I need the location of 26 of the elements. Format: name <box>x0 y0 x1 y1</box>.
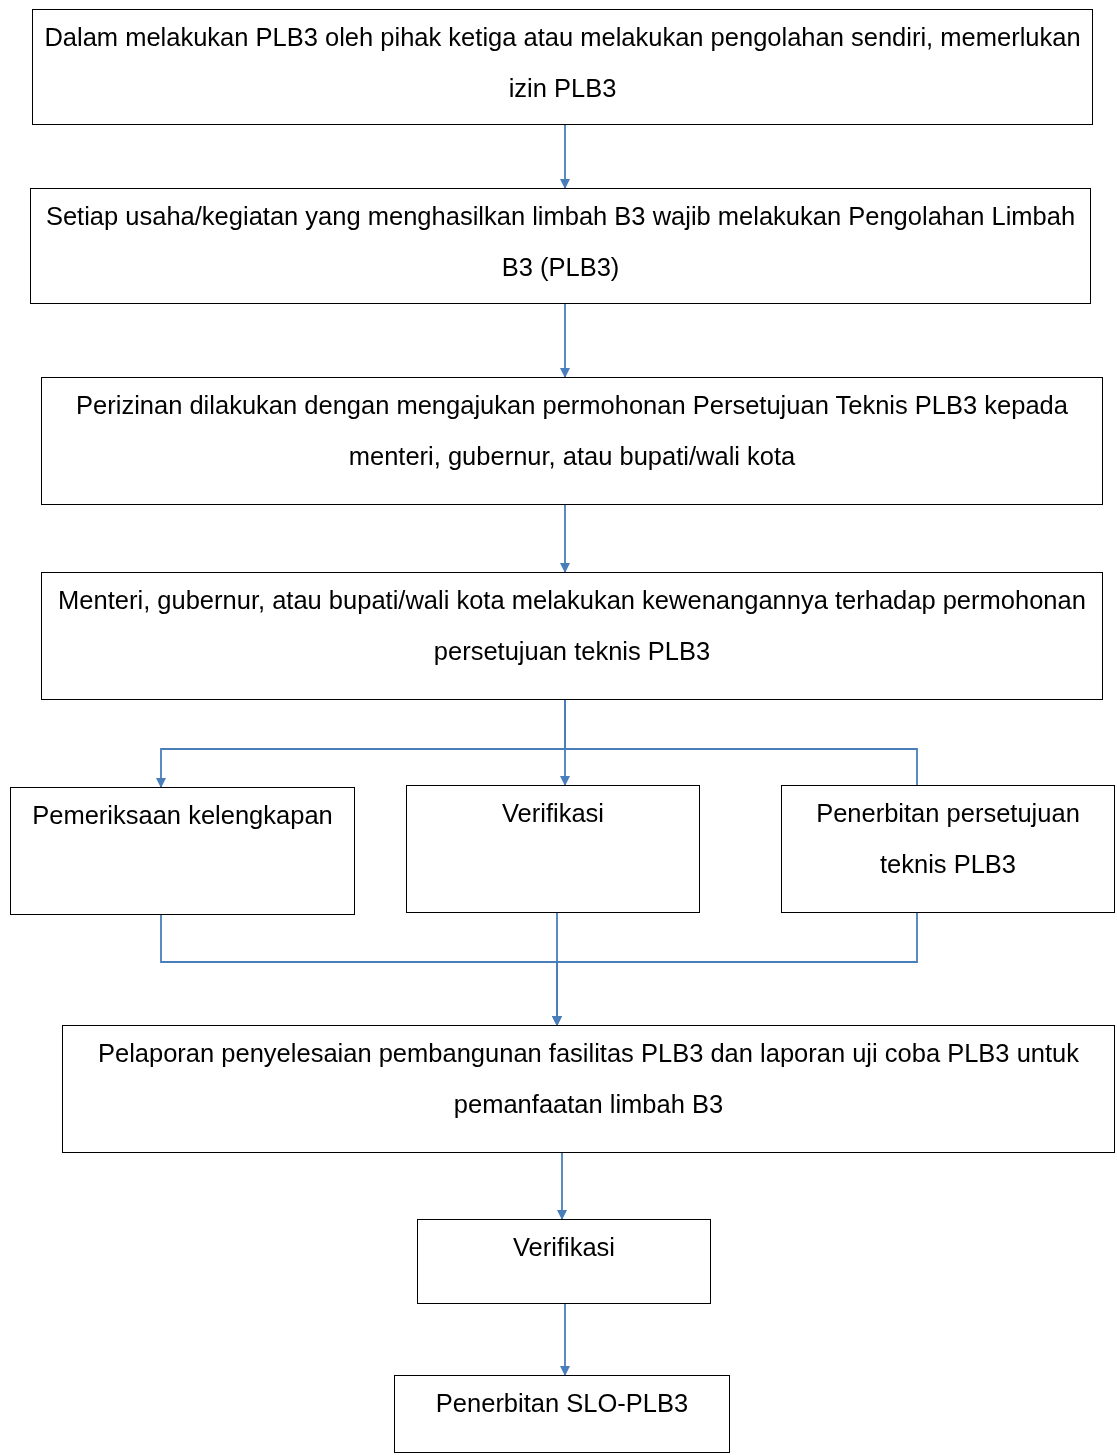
box-text: Dalam melakukan PLB3 oleh pihak ketiga atau melakukan pengolahan sendiri, memerlukan izin PLB3 <box>43 22 1082 104</box>
box-text: Verifikasi <box>512 1232 615 1263</box>
process-box <box>417 1219 711 1304</box>
box-text: Penerbitan SLO-PLB3 <box>435 1388 689 1419</box>
connector-arrow <box>560 303 570 378</box>
connector-arrow <box>560 504 570 573</box>
process-box <box>41 572 1103 700</box>
process-box <box>406 785 700 913</box>
box-text: Perizinan dilakukan dengan mengajukan permohonan Persetujuan Teknis PLB3 kepada menteri, gubernur, atau bupati/wali kota <box>75 390 1069 472</box>
process-box <box>394 1375 730 1453</box>
box-text: Menteri, gubernur, atau bupati/wali kota melakukan kewenangannya terhadap permohonan persetujuan teknis PLB3 <box>57 585 1087 667</box>
process-box <box>62 1025 1115 1153</box>
process-box <box>32 9 1093 125</box>
process-box <box>41 377 1103 505</box>
box-text: Setiap usaha/kegiatan yang menghasilkan limbah B3 wajib melakukan Pengolahan Limbah B3 (PLB3) <box>44 201 1077 283</box>
process-box <box>10 787 355 915</box>
process-box <box>30 188 1091 304</box>
box-text: Verifikasi <box>501 798 604 829</box>
connector-arrow <box>557 1152 567 1220</box>
connector-arrow <box>560 1303 570 1376</box>
process-box <box>781 785 1115 913</box>
connector-arrow <box>560 124 570 189</box>
box-text: Pemeriksaan kelengkapan <box>32 800 333 831</box>
connector-arrow <box>552 912 918 1026</box>
box-text: Pelaporan penyelesaian pembangunan fasilitas PLB3 dan laporan uji coba PLB3 untuk pemanfaatan limbah B3 <box>96 1038 1080 1120</box>
box-text: Penerbitan persetujuan teknis PLB3 <box>815 798 1081 880</box>
